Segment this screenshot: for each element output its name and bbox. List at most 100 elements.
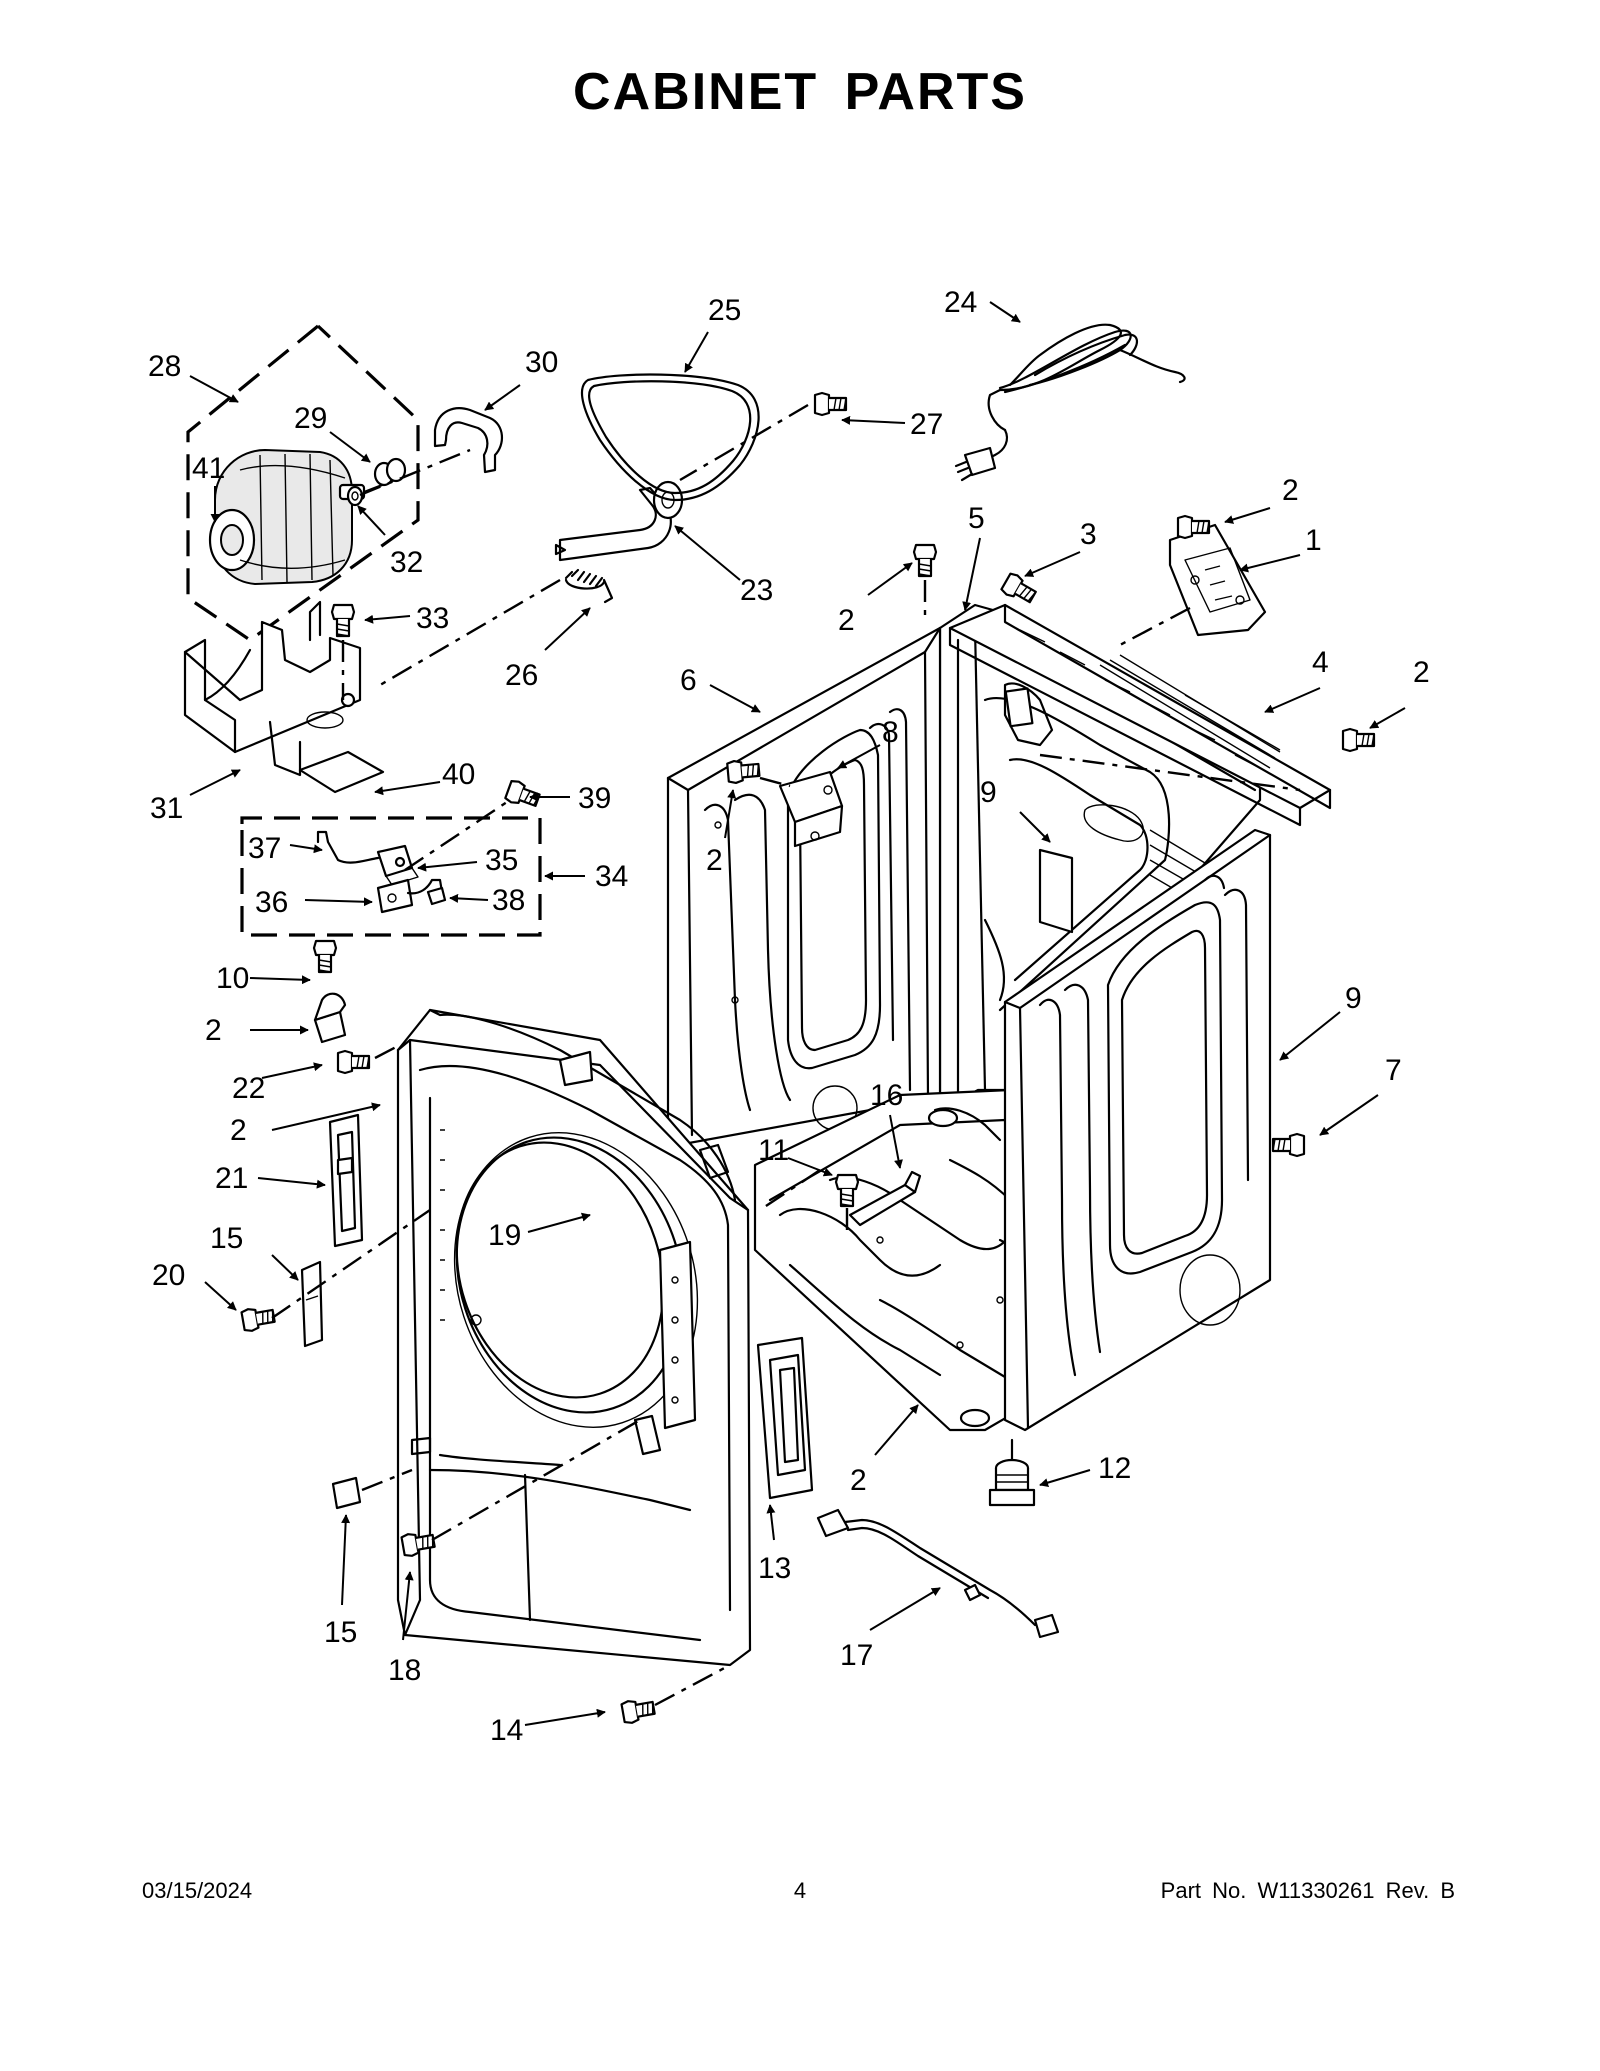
screw-2-bottom-axis-line xyxy=(654,1663,731,1707)
footer-page-number: 4 xyxy=(793,1878,807,1903)
leader-15b xyxy=(766,1504,776,1541)
hinge-bracket-8 xyxy=(778,770,844,848)
callout-17: 18 xyxy=(388,1654,421,1687)
leader-18 xyxy=(341,1514,351,1606)
leader-25 xyxy=(684,331,709,373)
leader-14 xyxy=(869,1587,941,1631)
callout-25: 25 xyxy=(708,294,741,327)
bracket-11 xyxy=(848,1170,922,1227)
right-side-panel-7 xyxy=(1003,828,1272,1432)
screw-2-bottom xyxy=(620,1695,657,1726)
leader-1 xyxy=(1239,554,1301,573)
leader-30 xyxy=(484,384,521,411)
motor-shaft-washer-29 xyxy=(373,457,407,487)
screw-3 xyxy=(999,570,1040,608)
motor-group-dashed-boundary xyxy=(186,324,420,642)
callout-33: 33 xyxy=(416,602,449,635)
leader-31 xyxy=(189,769,241,796)
leader-15a xyxy=(257,1177,326,1189)
callout-10: 9 xyxy=(980,776,997,809)
leader-26 xyxy=(544,607,591,651)
leader-40 xyxy=(374,781,441,796)
callout-8: 8 xyxy=(882,716,899,749)
leader-27 xyxy=(841,415,906,425)
leader-17 xyxy=(402,1571,414,1641)
motor-shaft-axis-line xyxy=(359,448,471,497)
callout-22: 2 xyxy=(205,1014,222,1047)
callout-12: 2 xyxy=(850,1464,867,1497)
page-title: CABINET PARTS xyxy=(573,63,1027,121)
leader-2a xyxy=(867,562,913,596)
callout-36: 36 xyxy=(255,886,288,919)
door-switch-assembly-group xyxy=(240,799,542,937)
leader-3 xyxy=(1024,551,1081,577)
callout-1: 1 xyxy=(1305,524,1322,557)
callout-15b: 13 xyxy=(758,1552,791,1585)
callout-2b: 2 xyxy=(1282,474,1299,507)
leader-2g xyxy=(1319,1094,1379,1136)
footer-part-number: Part No. W11330261 Rev. B xyxy=(1160,1878,1455,1903)
leader-2f xyxy=(261,1062,323,1079)
callout-6: 6 xyxy=(680,664,697,697)
leader-2h xyxy=(524,1708,606,1726)
idler-pulley-axis-line xyxy=(374,578,561,690)
callout-14: 17 xyxy=(840,1639,873,1672)
bracket-22 xyxy=(313,992,347,1044)
leader-16 xyxy=(527,1212,591,1233)
screw-17-axis-line xyxy=(431,1418,641,1542)
drive-motor xyxy=(208,449,397,585)
trim-15-right xyxy=(756,1336,814,1500)
callout-28: 28 xyxy=(148,350,181,383)
callout-32: 32 xyxy=(390,546,423,579)
leader-12 xyxy=(874,1404,919,1456)
rear-screw-axis-line xyxy=(759,1169,821,1211)
front-panel-21 xyxy=(396,1008,752,1667)
leader-9a xyxy=(724,789,737,839)
callout-2e: 10 xyxy=(216,962,249,995)
switch-assembly-dashed-boundary xyxy=(240,816,542,937)
front-panel-axis-line-left xyxy=(271,1209,431,1319)
callout-39: 39 xyxy=(578,782,611,815)
callout-5: 5 xyxy=(968,502,985,535)
switch-36 xyxy=(376,878,444,914)
callout-27: 27 xyxy=(910,408,943,441)
callout-29: 29 xyxy=(294,402,327,435)
bracket-axis-line xyxy=(1119,606,1191,647)
left-side-panel-6 xyxy=(666,626,942,1147)
leader-37 xyxy=(289,844,323,854)
leader-36 xyxy=(304,897,373,907)
callout-2g: 7 xyxy=(1385,1054,1402,1087)
mount-screw-33 xyxy=(330,603,356,638)
bracket-1 xyxy=(1168,523,1267,637)
switch-connector-38 xyxy=(426,886,447,906)
leader-23 xyxy=(674,525,741,581)
switch-screw-39 xyxy=(503,778,543,812)
drive-motor-group xyxy=(186,324,503,642)
screw-2-top-center xyxy=(912,543,938,578)
leader-10 xyxy=(1019,811,1051,843)
decal-10 xyxy=(1038,848,1074,934)
callout-9b: 11 xyxy=(758,1134,789,1167)
callout-15a: 21 xyxy=(215,1162,248,1195)
leader-5 xyxy=(962,537,981,611)
leader-2e xyxy=(249,975,311,985)
screw-2-rail xyxy=(1341,727,1376,753)
top-rail-screw-axis-line xyxy=(1039,753,1301,792)
leader-38 xyxy=(449,893,489,903)
screw-2-right-side xyxy=(1271,1132,1306,1158)
leader-33 xyxy=(364,614,411,624)
trim-15-left xyxy=(328,1113,364,1248)
leader-29 xyxy=(329,431,371,463)
leader-32 xyxy=(357,505,386,536)
callout-4: 4 xyxy=(1312,646,1329,679)
switch-wire-37 xyxy=(316,830,380,864)
label-18-axis-line xyxy=(361,1468,413,1492)
callout-19: 20 xyxy=(152,1259,185,1292)
leader-20 xyxy=(271,1254,299,1281)
leader-4 xyxy=(1264,687,1321,713)
callout-40: 40 xyxy=(442,758,475,791)
callout-2h: 14 xyxy=(490,1714,523,1747)
callout-34: 34 xyxy=(595,860,628,893)
callout-2a: 2 xyxy=(838,604,855,637)
callout-16: 19 xyxy=(488,1219,521,1252)
